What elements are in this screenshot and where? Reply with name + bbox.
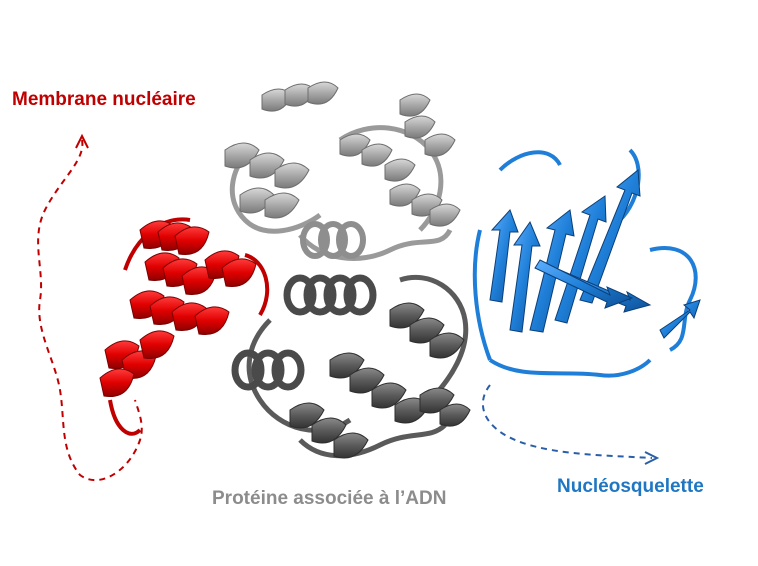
dna-protein-label: Protéine associée à l’ADN [212,488,447,509]
dna-protein-upper-domain [224,81,461,261]
nucleoskeleton-tether-arrowhead [644,451,660,465]
nucleoskeleton-tether-dashed-line [482,384,653,459]
nucleoskeleton-label: Nucléosquelette [557,476,704,497]
membrane-label: Membrane nucléaire [12,89,196,110]
nucleoskeleton-protein-sheet [472,148,701,378]
dna-protein-lower-domain [231,274,471,459]
membrane-protein-helix [99,217,270,436]
membrane-tether-arrowhead [75,133,89,149]
membrane-tether-dashed-line [37,139,143,481]
